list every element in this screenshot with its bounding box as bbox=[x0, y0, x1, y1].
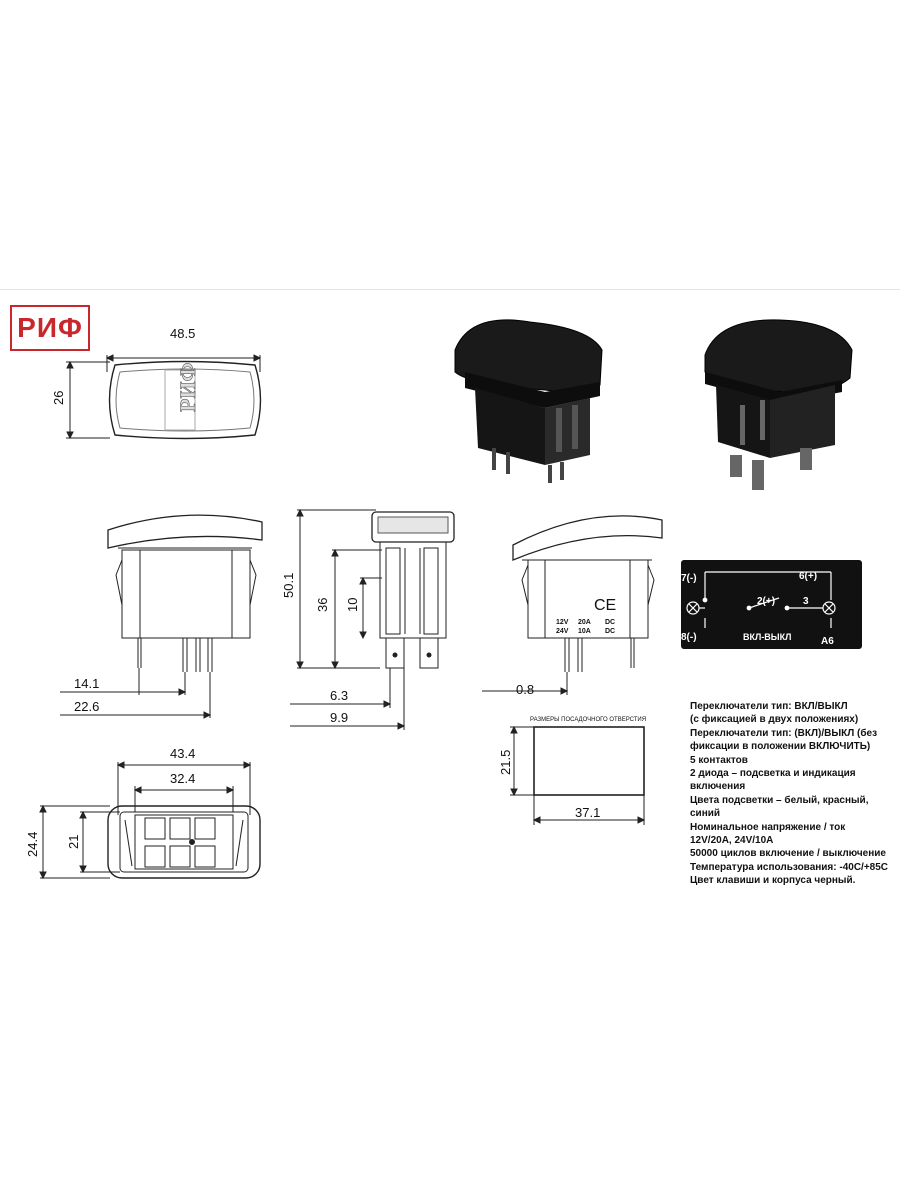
side-view-right bbox=[482, 515, 663, 695]
side-label-v2: 24V bbox=[556, 628, 569, 635]
dim-cutout-height: 21.5 bbox=[498, 750, 513, 775]
dim-pin-offset-a: 14.1 bbox=[74, 676, 99, 691]
spec-line: 50000 циклов включение / выключение bbox=[690, 848, 886, 860]
side-label-a2: 10A bbox=[578, 628, 591, 635]
wiring-schematic-svg: 7(-) 6(+) 2(+) 3 8(-) ВКЛ-ВЫКЛ A6 bbox=[681, 571, 836, 647]
spec-line: Переключатели тип: ВКЛ/ВЫКЛ bbox=[690, 701, 848, 712]
spec-line: Переключатели тип: (ВКЛ)/ВЫКЛ (без bbox=[690, 727, 878, 739]
dim-bottom-outer-height: 24.4 bbox=[25, 832, 40, 857]
dim-pin-offset-b: 22.6 bbox=[74, 699, 99, 714]
schematic-code: A6 bbox=[821, 636, 834, 647]
side-label-dc2: DC bbox=[605, 628, 615, 635]
spec-line: фиксации в положении ВКЛЮЧИТЬ) bbox=[690, 741, 871, 753]
spec-line: синий bbox=[690, 808, 721, 820]
brand-logo-text: РИФ bbox=[17, 312, 83, 343]
pin3-label: 3 bbox=[803, 596, 809, 607]
rocker-logo-text: РИФ bbox=[175, 362, 200, 412]
spec-line: Цвет клавиши и корпуса черный. bbox=[690, 875, 856, 887]
dim-bottom-inner-height: 21 bbox=[66, 835, 81, 849]
pin2-label: 2(+) bbox=[757, 596, 775, 607]
dim-front-pin-b: 9.9 bbox=[330, 710, 348, 725]
side-label-dc1: DC bbox=[605, 619, 615, 626]
pin8-label: 8(-) bbox=[681, 632, 697, 643]
spec-line: Номинальное напряжение / ток bbox=[690, 821, 846, 833]
specifications-list: Переключатели тип: ВКЛ/ВЫКЛ (с фиксацией… bbox=[690, 700, 895, 888]
spec-line: 5 контактов bbox=[690, 754, 748, 766]
schematic-type-label: ВКЛ-ВЫКЛ bbox=[743, 632, 791, 642]
dim-side-total-height: 50.1 bbox=[281, 573, 296, 598]
panel-cutout bbox=[510, 725, 646, 825]
dim-top-width: 48.5 bbox=[170, 326, 195, 341]
dim-cutout-width: 37.1 bbox=[575, 805, 600, 820]
dim-right-pin-offset: 0.8 bbox=[516, 682, 534, 697]
top-divider bbox=[0, 289, 900, 290]
switch-3d-left bbox=[454, 319, 603, 483]
bottom-view bbox=[39, 761, 261, 880]
spec-line: 12V/20A, 24V/10A bbox=[690, 835, 774, 847]
dim-front-pin-a: 6.3 bbox=[330, 688, 348, 703]
cutout-title: РАЗМЕРЫ ПОСАДОЧНОГО ОТВЕРСТИЯ bbox=[530, 717, 646, 723]
dim-bottom-outer-width: 43.4 bbox=[170, 746, 195, 761]
spec-line: включения bbox=[690, 781, 746, 793]
wiring-schematic: 7(-) 6(+) 2(+) 3 8(-) ВКЛ-ВЫКЛ A6 bbox=[681, 560, 862, 649]
ce-mark: CE bbox=[594, 597, 616, 614]
pin7-label: 7(-) bbox=[681, 573, 697, 584]
switch-3d-right bbox=[704, 319, 853, 490]
dim-bottom-inner-width: 32.4 bbox=[170, 771, 195, 786]
side-label-a1: 20A bbox=[578, 619, 591, 626]
brand-logo: РИФ bbox=[10, 305, 90, 351]
spec-line: (с фиксацией в двух положениях) bbox=[690, 714, 859, 726]
dim-side-body-height: 36 bbox=[315, 598, 330, 612]
side-view-left bbox=[60, 514, 263, 719]
pin6-label: 6(+) bbox=[799, 571, 817, 582]
dim-side-small-height: 10 bbox=[345, 598, 360, 612]
front-view-middle bbox=[290, 508, 455, 730]
top-view-rocker bbox=[66, 354, 262, 440]
spec-line: 2 диода – подсветка и индикация bbox=[690, 768, 856, 780]
spec-line: Температура использования: -40С/+85С bbox=[690, 861, 889, 873]
spec-line: Цвета подсветки – белый, красный, bbox=[690, 794, 869, 806]
side-label-v1: 12V bbox=[556, 619, 569, 626]
dim-top-height: 26 bbox=[51, 391, 66, 405]
